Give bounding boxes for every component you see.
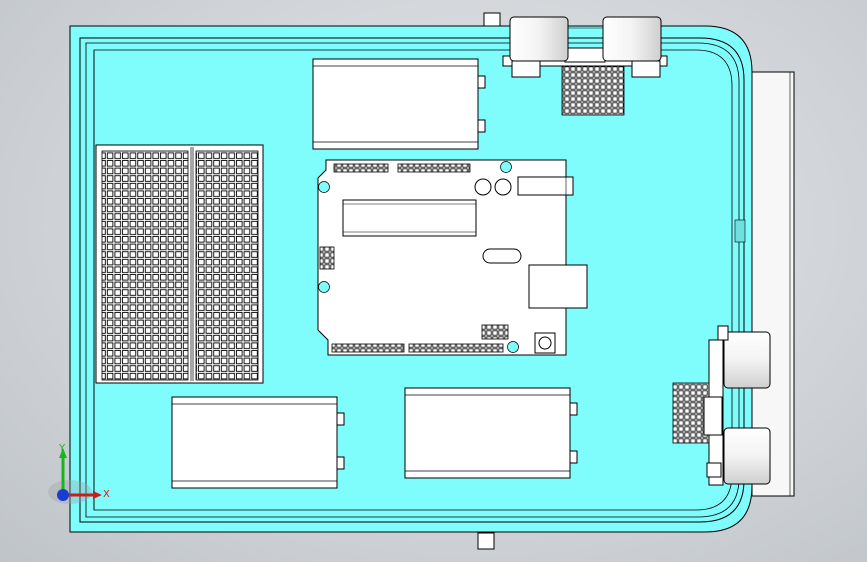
side-panel[interactable] (751, 71, 795, 497)
ultrasonic-sensor-top[interactable] (502, 16, 668, 116)
header-top-right[interactable] (397, 163, 471, 173)
battery-bottom-left[interactable] (171, 396, 345, 489)
header-top-left[interactable] (333, 163, 389, 173)
battery-top[interactable] (312, 58, 486, 150)
mount-hole-4 (507, 341, 519, 353)
capacitor-1[interactable] (474, 178, 492, 196)
header-bottom-right[interactable] (408, 343, 504, 353)
chip[interactable] (342, 199, 477, 237)
bottom-tab[interactable] (477, 532, 495, 550)
power-jack[interactable] (517, 176, 574, 196)
ultrasonic-sensor-right[interactable] (672, 325, 771, 486)
breadboard-left-grid[interactable] (101, 150, 189, 381)
triad-y-label: Y (58, 443, 66, 454)
mount-hole-3 (318, 281, 330, 293)
usb-port[interactable] (528, 264, 588, 309)
transducer-left[interactable] (509, 16, 569, 62)
battery-bottom-right[interactable] (404, 387, 578, 479)
transducer-lower[interactable] (723, 427, 771, 485)
mount-hole-1 (318, 181, 330, 193)
transducer-right[interactable] (602, 16, 662, 62)
microcontroller-board[interactable] (317, 159, 588, 356)
triad-x-label: X (103, 489, 110, 500)
breadboard[interactable] (95, 144, 264, 384)
view-triad[interactable]: X Y (48, 443, 110, 504)
triad-z-axis (57, 489, 69, 501)
breadboard-right-grid[interactable] (195, 150, 259, 381)
mount-hole-2 (500, 161, 512, 173)
transducer-upper[interactable] (723, 331, 771, 389)
crystal[interactable] (482, 248, 522, 264)
header-bottom-left[interactable] (331, 343, 405, 353)
icsp-header-2[interactable] (481, 324, 509, 340)
capacitor-2[interactable] (494, 178, 512, 196)
icsp-header[interactable] (319, 246, 335, 270)
